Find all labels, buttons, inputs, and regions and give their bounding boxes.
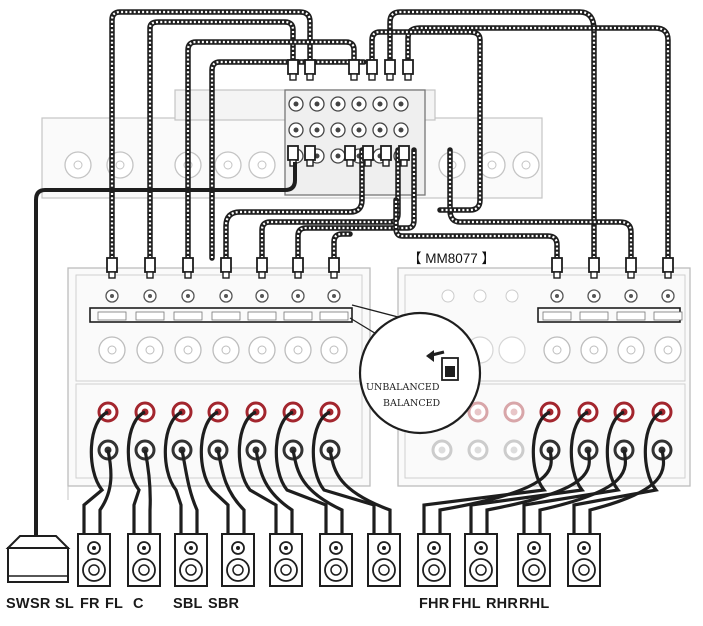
- speaker-wire: [522, 410, 625, 534]
- speaker-label-fl: FL: [105, 596, 124, 612]
- speaker-label-sl: SL: [55, 596, 74, 612]
- processor-unit: [41, 89, 543, 199]
- speaker: [567, 533, 601, 587]
- speaker: [517, 533, 551, 587]
- speaker-wire: [311, 410, 376, 534]
- speaker-label-sbr: SBR: [208, 596, 240, 612]
- unbalanced-label: UNBALANCED: [366, 382, 440, 393]
- speaker: [464, 533, 498, 587]
- speaker-wire: [572, 410, 663, 534]
- balanced-switch-callout: [349, 304, 482, 435]
- speaker-wire: [199, 410, 230, 534]
- speaker-wire: [422, 410, 551, 534]
- speaker-label-sr: SR: [30, 596, 51, 612]
- speaker-label-fhr: FHR: [419, 596, 450, 612]
- speaker-label-fr: FR: [80, 596, 100, 612]
- speaker-wire: [126, 410, 146, 534]
- speaker-label-fhl: FHL: [452, 596, 481, 612]
- speakers: [77, 533, 601, 587]
- speaker-label-rhl: RHL: [519, 596, 550, 612]
- speaker: [221, 533, 255, 587]
- speaker-label-rhr: RHR: [486, 596, 519, 612]
- balanced-label: BALANCED: [383, 398, 441, 409]
- speaker: [127, 533, 161, 587]
- speaker: [269, 533, 303, 587]
- speaker-wire: [163, 410, 183, 534]
- speaker-wire: [82, 410, 109, 534]
- speaker: [417, 533, 451, 587]
- speaker-label-sw: SW: [6, 596, 30, 612]
- speaker-label-c: C: [133, 596, 144, 612]
- speaker-cables: [82, 410, 666, 534]
- speaker-wire: [237, 410, 278, 534]
- amplifier-input-jacks: [97, 289, 683, 364]
- amplifier-left: [67, 267, 371, 500]
- amplifier-model-label: 【 MM8077 】: [408, 251, 496, 266]
- arrow-left-icon: [426, 350, 434, 362]
- speaker: [319, 533, 353, 587]
- speaker-wire: [469, 410, 589, 534]
- subwoofer: [5, 162, 297, 583]
- speaker-label-sbl: SBL: [173, 596, 203, 612]
- speaker-wire: [274, 410, 328, 534]
- rca-cables: [109, 9, 671, 261]
- speaker: [367, 533, 401, 587]
- speaker: [174, 533, 208, 587]
- speaker: [77, 533, 111, 587]
- rca-cable-extra: [331, 231, 353, 261]
- rca-plugs: [106, 59, 674, 279]
